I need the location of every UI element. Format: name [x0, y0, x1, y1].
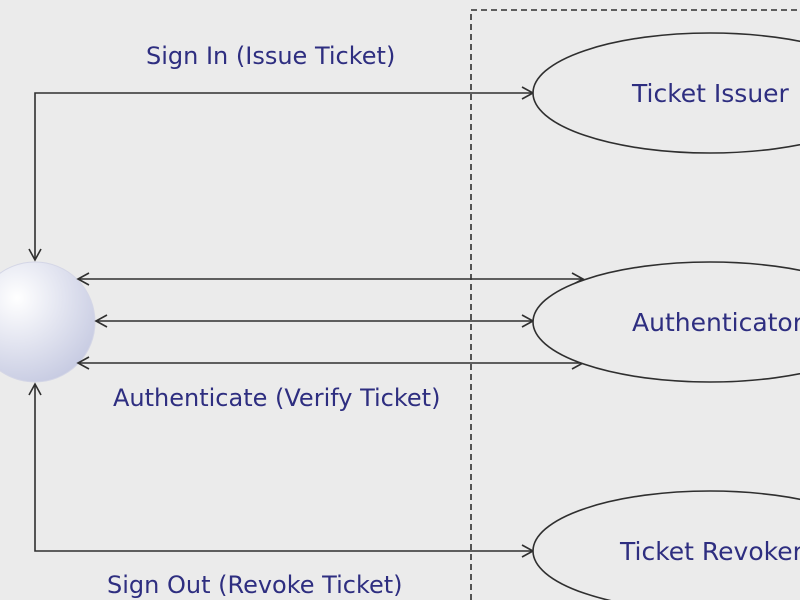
sign-in-connector [28, 86, 535, 262]
ticket-issuer-label: Ticket Issuer [631, 79, 790, 108]
sign-out-connector [28, 382, 535, 558]
sign-out-label: Sign Out (Revoke Ticket) [107, 571, 403, 599]
client-actor [0, 261, 96, 383]
authenticator-node [532, 261, 800, 383]
sign-in-label: Sign In (Issue Ticket) [146, 42, 395, 70]
ticket-revoker-node [532, 490, 800, 600]
ticket-issuer-node [532, 32, 800, 154]
ticket-revoker-label: Ticket Revoker [619, 537, 800, 566]
authenticator-label: Authenticator [632, 308, 800, 337]
authenticate-label: Authenticate (Verify Ticket) [113, 384, 440, 412]
